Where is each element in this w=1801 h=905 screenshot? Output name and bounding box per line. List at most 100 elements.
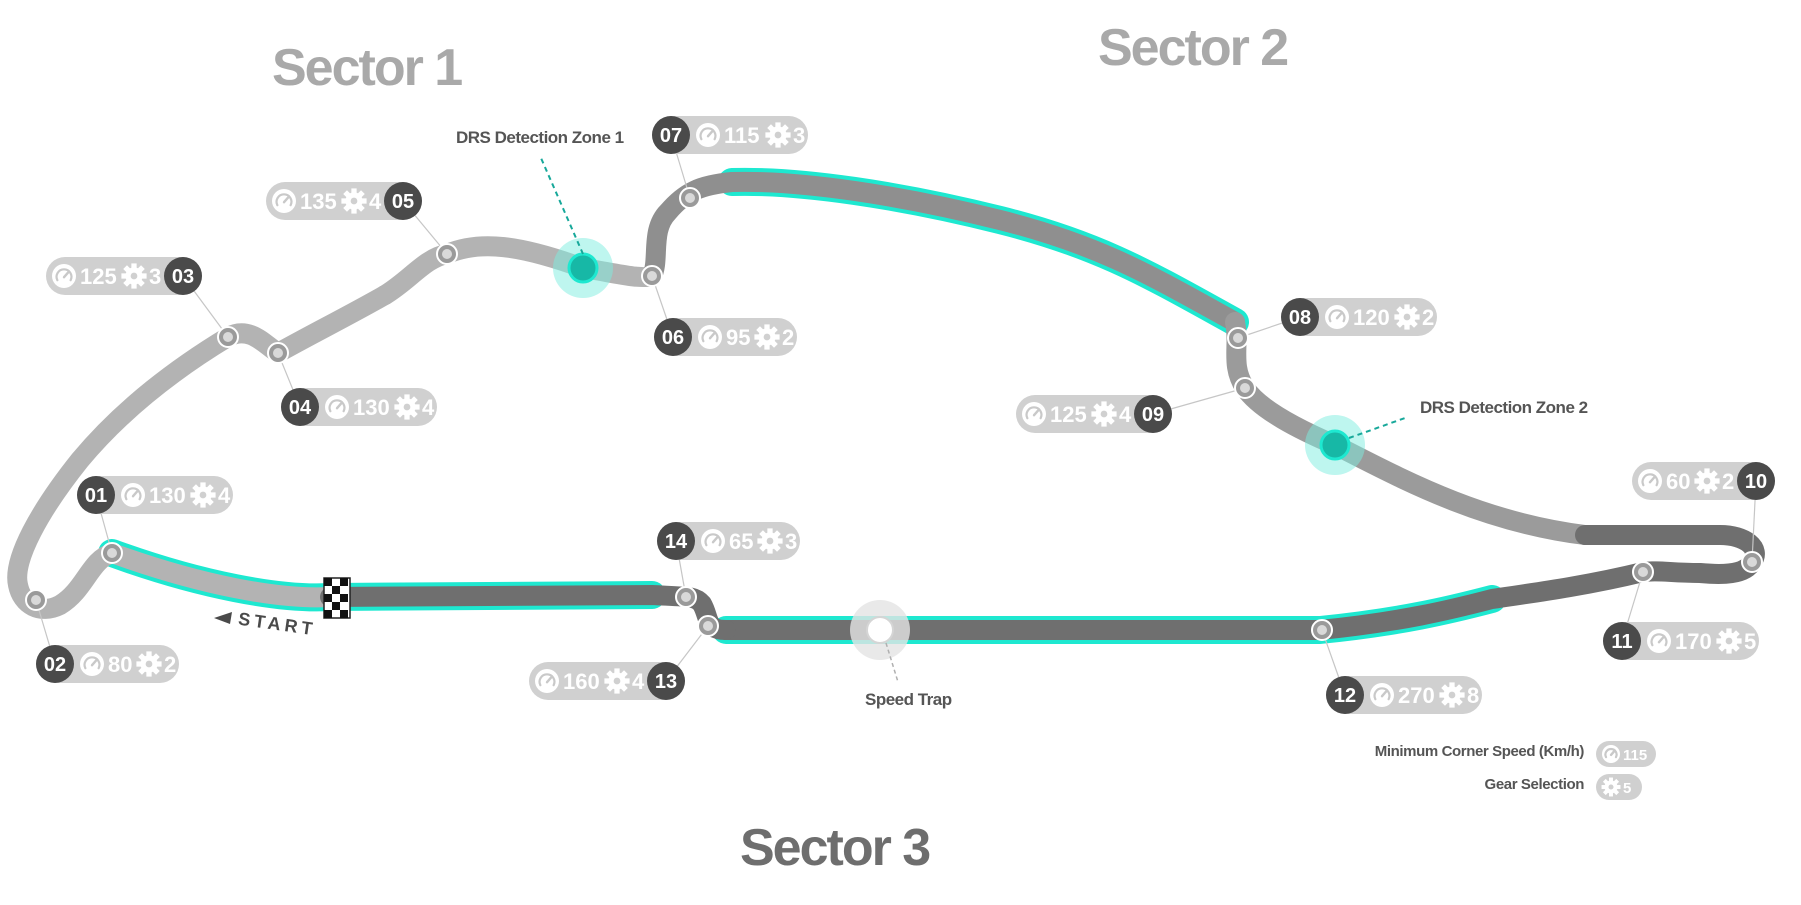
corner-11-marker	[1632, 561, 1654, 583]
legend-speed-example: 115	[1623, 747, 1647, 764]
corner-min-speed: 95	[726, 325, 750, 350]
corner-min-speed: 125	[80, 264, 117, 289]
corner-number-badge	[1737, 462, 1775, 500]
sector-1-label: Sector 1	[272, 39, 463, 97]
corner-05-marker	[436, 243, 458, 265]
gauge-icon	[325, 395, 349, 419]
corner-number: 07	[660, 125, 682, 147]
gauge-icon	[696, 123, 720, 147]
corner-gear: 3	[793, 123, 805, 148]
corner-gear: 4	[422, 395, 435, 420]
corner-number-badge	[647, 662, 685, 700]
corner-min-speed: 270	[1398, 683, 1435, 708]
track-section-t4-to-t6	[375, 236, 662, 305]
gear-icon	[394, 394, 420, 420]
legend-speed-pill: 115	[1596, 741, 1656, 767]
legend-speed-label: Minimum Corner Speed (Km/h)	[1374, 743, 1585, 760]
track-section-start-to-t4	[7, 285, 395, 619]
gear-icon	[1439, 682, 1465, 708]
corner-06-marker	[641, 265, 663, 287]
corner-min-speed: 125	[1050, 402, 1087, 427]
corner-04-marker	[267, 342, 289, 364]
gear-icon	[754, 324, 780, 350]
corner-number-badge	[77, 476, 115, 514]
corner-number: 14	[665, 531, 688, 553]
corner-09-marker	[1234, 377, 1256, 399]
drs-highlight-back-straight	[718, 167, 1249, 336]
gauge-icon	[1370, 683, 1394, 707]
corner-gear: 4	[632, 669, 645, 694]
gauge-icon	[121, 483, 145, 507]
corner-min-speed: 115	[724, 123, 760, 148]
corner-number: 09	[1142, 404, 1164, 426]
corner-06-pill: 06 95 2	[654, 318, 797, 356]
gear-icon	[604, 668, 630, 694]
sector-3-label: Sector 3	[740, 819, 931, 877]
track-section-hairpin	[1575, 525, 1765, 584]
corner-min-speed: 170	[1675, 629, 1712, 654]
gear-icon	[1601, 777, 1621, 797]
corner-gear: 5	[1744, 629, 1756, 654]
corner-number: 08	[1289, 307, 1311, 329]
gear-icon	[1694, 468, 1720, 494]
gauge-icon	[701, 529, 725, 553]
corner-markers	[25, 134, 1763, 696]
corner-min-speed: 120	[1353, 305, 1390, 330]
corner-number-badge	[281, 388, 319, 426]
gauge-icon	[1022, 402, 1046, 426]
gauge-icon	[1638, 469, 1662, 493]
gauge-icon	[535, 669, 559, 693]
corner-min-speed: 65	[729, 529, 753, 554]
gear-icon	[136, 651, 162, 677]
corner-gear: 2	[164, 652, 176, 677]
legend-pills: 115 5	[1596, 741, 1656, 800]
drs-detection-2-marker	[1305, 415, 1406, 475]
gear-icon	[1091, 401, 1117, 427]
corner-01-marker	[101, 542, 123, 564]
gauge-icon	[1325, 305, 1349, 329]
corner-number: 12	[1334, 685, 1356, 707]
gauge-icon	[1647, 629, 1671, 653]
corner-number-badge	[384, 182, 422, 220]
corner-number: 06	[662, 327, 684, 349]
corner-number-badge	[654, 318, 692, 356]
corner-number-badge	[1326, 676, 1364, 714]
corner-number-badge	[1603, 622, 1641, 660]
gear-icon	[765, 122, 791, 148]
corner-14-marker	[675, 586, 697, 608]
checkered-flag-icon	[323, 577, 351, 619]
gear-icon	[1394, 304, 1420, 330]
corner-07-pill: 07 115 3	[652, 116, 808, 154]
corner-number: 13	[655, 671, 677, 693]
corner-min-speed: 130	[353, 395, 390, 420]
corner-number: 03	[172, 266, 194, 288]
corner-08-marker	[1227, 327, 1249, 349]
track-section-t8-to-t10	[1225, 312, 1595, 545]
gauge-icon	[1602, 745, 1620, 763]
corner-13-marker	[697, 615, 719, 637]
legend-gear-label: Gear Selection	[1484, 776, 1585, 793]
track-section-t13-to-t14	[320, 585, 736, 640]
corner-number: 05	[392, 191, 414, 213]
corner-gear: 4	[218, 483, 231, 508]
gear-icon	[341, 188, 367, 214]
legend-gear-pill: 5	[1596, 774, 1642, 800]
drs-zone-1-label: DRS Detection Zone 1	[456, 128, 624, 147]
corner-number-badge	[164, 257, 202, 295]
gauge-icon	[272, 189, 296, 213]
corner-gear: 2	[782, 325, 794, 350]
sector-2-label: Sector 2	[1098, 19, 1289, 77]
